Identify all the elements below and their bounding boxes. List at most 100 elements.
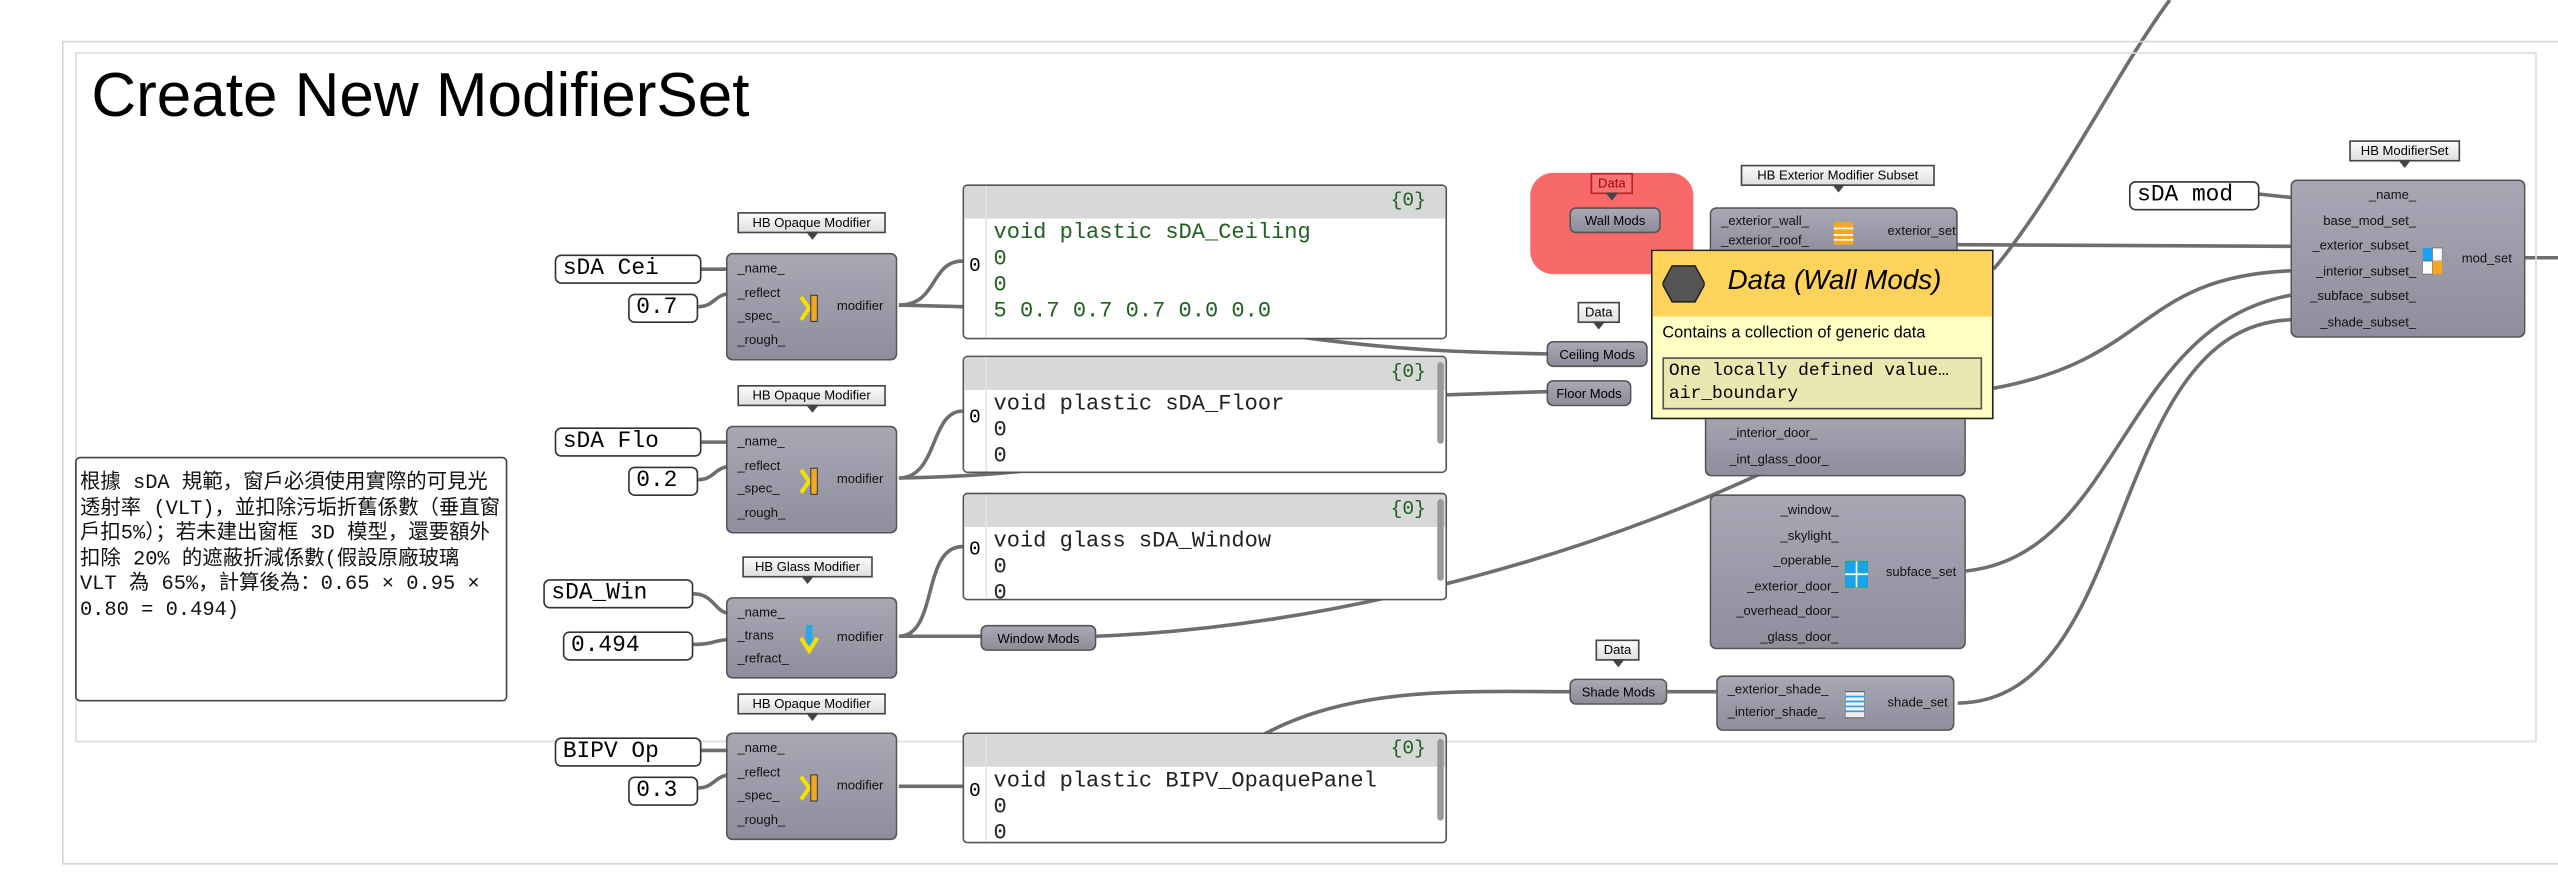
panel-count: {0} xyxy=(1390,360,1426,384)
input-ceil-name[interactable]: sDA Cei xyxy=(554,254,702,284)
data-node-floor[interactable]: Floor Mods xyxy=(1546,380,1632,407)
component-subface-subset[interactable]: _window_ _skylight_ _operable_ _exterior_do… xyxy=(1709,494,1966,650)
component-shade-subset[interactable]: _exterior_shade_ _interior_shade_ shade_se… xyxy=(1716,675,1955,731)
input-param[interactable]: _exterior_door_ xyxy=(1747,578,1839,594)
input-param[interactable]: _int_glass_door_ xyxy=(1729,451,1829,467)
panel-header xyxy=(964,734,1446,767)
panel-index: 0 xyxy=(969,253,981,277)
input-param[interactable]: _trans xyxy=(737,628,774,643)
input-win-trans[interactable]: 0.494 xyxy=(562,631,694,661)
wire xyxy=(1263,689,1573,736)
input-param[interactable]: _spec_ xyxy=(737,787,780,803)
panel-ceiling[interactable]: {0} 0 void plastic sDA_Ceiling 0 0 5 0.7 0… xyxy=(962,184,1448,340)
component-opaque-floor[interactable]: _name_ _reflect _spec_ _rough_ modifier xyxy=(725,425,898,534)
data-node-ceiling[interactable]: Ceiling Mods xyxy=(1546,340,1648,368)
panel-gutter xyxy=(964,357,987,472)
input-param[interactable]: _name_ xyxy=(737,433,785,449)
output-param[interactable]: exterior_set xyxy=(1887,223,1956,239)
input-param[interactable]: _reflect xyxy=(737,284,781,300)
input-param[interactable]: _window_ xyxy=(1780,502,1839,518)
input-param[interactable]: _operable_ xyxy=(1773,553,1839,568)
input-param[interactable]: _exterior_roof_ xyxy=(1721,233,1809,248)
input-param[interactable]: _glass_door_ xyxy=(1760,628,1839,644)
component-title: HB ModifierSet xyxy=(2349,140,2461,169)
data-node-wall[interactable]: Wall Mods xyxy=(1569,207,1661,234)
tooltip-value-line: air_boundary xyxy=(1668,385,1799,405)
tooltip-value-line: One locally defined value… xyxy=(1668,362,1949,382)
input-param[interactable]: _name_ xyxy=(737,605,785,620)
input-param[interactable]: _reflect xyxy=(737,764,781,779)
input-modset-name[interactable]: sDA mod xyxy=(2128,181,2260,211)
output-param[interactable]: subface_set xyxy=(1885,563,1957,579)
input-floor-reflect[interactable]: 0.2 xyxy=(628,466,699,496)
input-param[interactable]: base_mod_set_ xyxy=(2323,212,2417,228)
data-node-window[interactable]: Window Mods xyxy=(980,624,1097,651)
input-param[interactable]: _spec_ xyxy=(737,481,780,496)
output-param[interactable]: modifier xyxy=(836,471,884,487)
wire xyxy=(1992,0,2172,271)
output-param[interactable]: mod_set xyxy=(2461,250,2512,266)
component-opaque-bipv[interactable]: _name_ _reflect _spec_ _rough_ modifier xyxy=(725,732,898,841)
component-exterior-subset[interactable]: _exterior_wall_ _exterior_roof_ exterior_s… xyxy=(1709,207,1958,257)
input-param[interactable]: _subface_subset_ xyxy=(2310,288,2417,304)
opaque-modifier-icon xyxy=(799,773,819,802)
input-floor-name[interactable]: sDA Flo xyxy=(554,427,702,457)
input-bipv-name[interactable]: BIPV Op xyxy=(554,737,702,767)
input-param[interactable]: _overhead_door_ xyxy=(1736,603,1839,619)
input-param[interactable]: _refract_ xyxy=(737,650,789,666)
input-param[interactable]: _spec_ xyxy=(737,308,780,324)
panel-scrollbar[interactable] xyxy=(1437,739,1444,821)
component-title: HB Glass Modifier xyxy=(742,556,873,585)
input-param[interactable]: _rough_ xyxy=(737,811,786,827)
panel-scrollbar[interactable] xyxy=(1437,499,1444,581)
input-param[interactable]: _name_ xyxy=(737,261,785,276)
data-node-shade[interactable]: Shade Mods xyxy=(1569,678,1668,705)
input-param[interactable]: _interior_subset_ xyxy=(2315,263,2417,279)
input-param[interactable]: _reflect xyxy=(737,457,781,473)
panel-header xyxy=(964,357,1446,390)
output-param[interactable]: modifier xyxy=(836,778,884,793)
input-param[interactable]: _skylight_ xyxy=(1780,527,1839,543)
comment-panel[interactable]: 根據 sDA 規範，窗戶必須使用實際的可見光透射率 (VLT)，並扣除污垢折舊係… xyxy=(75,456,508,702)
component-opaque-ceiling[interactable]: _name_ _reflect _spec_ _rough_ modifier xyxy=(725,252,898,361)
input-param[interactable]: _interior_door_ xyxy=(1729,425,1818,441)
component-glass-window[interactable]: _name_ _trans _refract_ modifier xyxy=(725,597,898,679)
exterior-subset-icon xyxy=(1833,219,1854,248)
output-param[interactable]: shade_set xyxy=(1887,694,1948,710)
panel-scrollbar[interactable] xyxy=(1437,362,1444,444)
input-param[interactable]: _exterior_shade_ xyxy=(1727,681,1829,697)
tooltip-header xyxy=(1652,251,1992,317)
component-modifier-set[interactable]: _name_ base_mod_set_ _exterior_subset_ _int… xyxy=(2290,179,2526,338)
input-param[interactable]: _exterior_wall_ xyxy=(1721,213,1809,229)
opaque-modifier-icon xyxy=(799,294,819,323)
output-param[interactable]: modifier xyxy=(836,298,884,314)
component-title: HB Opaque Modifier xyxy=(737,385,886,413)
panel-content: void glass sDA_Window 0 0 xyxy=(993,530,1272,601)
panel-gutter xyxy=(964,734,987,842)
input-param[interactable]: _name_ xyxy=(737,740,785,756)
input-param[interactable]: _shade_subset_ xyxy=(2320,314,2417,329)
input-param[interactable]: _rough_ xyxy=(737,331,786,347)
glass-modifier-icon xyxy=(799,624,820,655)
input-bipv-reflect[interactable]: 0.3 xyxy=(628,776,699,806)
panel-content: void plastic sDA_Ceiling 0 0 5 0.7 0.7 0… xyxy=(993,221,1311,325)
output-param[interactable]: modifier xyxy=(836,629,884,645)
input-param[interactable]: _interior_shade_ xyxy=(1727,704,1825,720)
data-tag: Data xyxy=(1595,639,1640,668)
modifier-set-icon xyxy=(2422,246,2443,275)
input-param[interactable]: _rough_ xyxy=(737,504,786,520)
input-win-name[interactable]: sDA_Win xyxy=(543,579,694,609)
panel-header xyxy=(964,494,1446,527)
input-ceil-reflect[interactable]: 0.7 xyxy=(628,293,699,324)
input-param[interactable]: _exterior_subset_ xyxy=(2312,238,2417,253)
input-param[interactable]: _name_ xyxy=(2368,187,2417,203)
wire xyxy=(1965,293,2291,573)
data-tag: Data xyxy=(1577,301,1620,330)
component-title: HB Opaque Modifier xyxy=(737,693,886,722)
panel-count: {0} xyxy=(1390,189,1426,213)
